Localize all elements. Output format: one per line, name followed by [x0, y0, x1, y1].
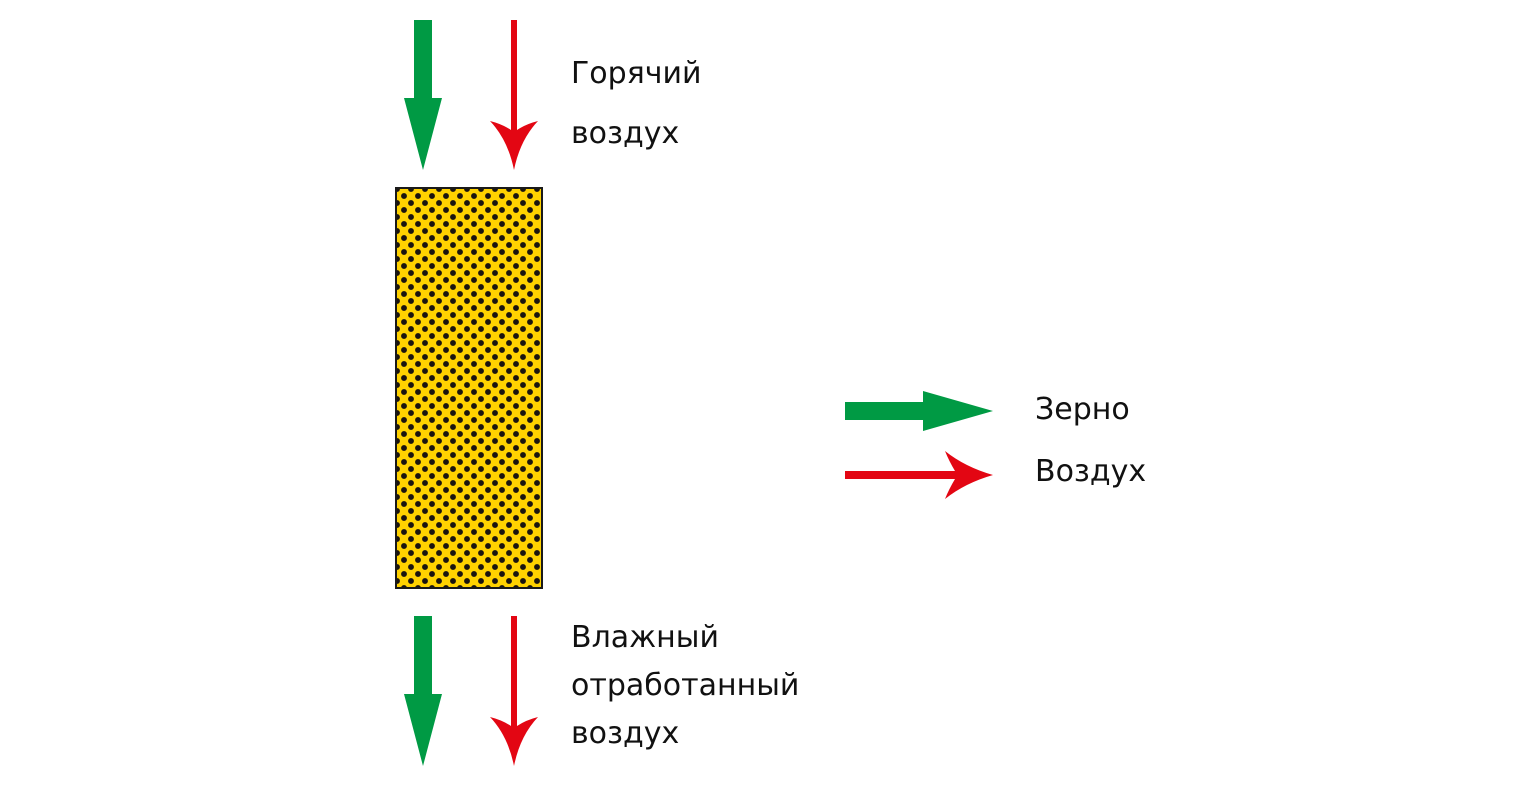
bottom-label: Влажный отработанный воздух: [571, 614, 799, 758]
top-label-line-1: Горячий: [571, 56, 702, 91]
air-inflow-arrow-icon: [490, 20, 538, 170]
top-label: Горячий воздух: [571, 50, 701, 158]
legend-label-air: Воздух: [1035, 454, 1147, 489]
grain-column: [395, 187, 543, 589]
bottom-label-line-1: Влажный: [571, 620, 719, 655]
bottom-label-line-2: отработанный: [571, 668, 800, 703]
grain-arrow-icon: [845, 391, 993, 431]
grain-inflow-arrow-icon: [404, 20, 442, 170]
bottom-label-line-3: воздух: [571, 716, 680, 751]
air-arrow-icon: [845, 451, 993, 499]
air-outflow-arrow-icon: [490, 616, 538, 766]
top-label-line-2: воздух: [571, 116, 680, 151]
grain-outflow-arrow-icon: [404, 616, 442, 766]
legend-label-grain: Зерно: [1035, 392, 1130, 427]
